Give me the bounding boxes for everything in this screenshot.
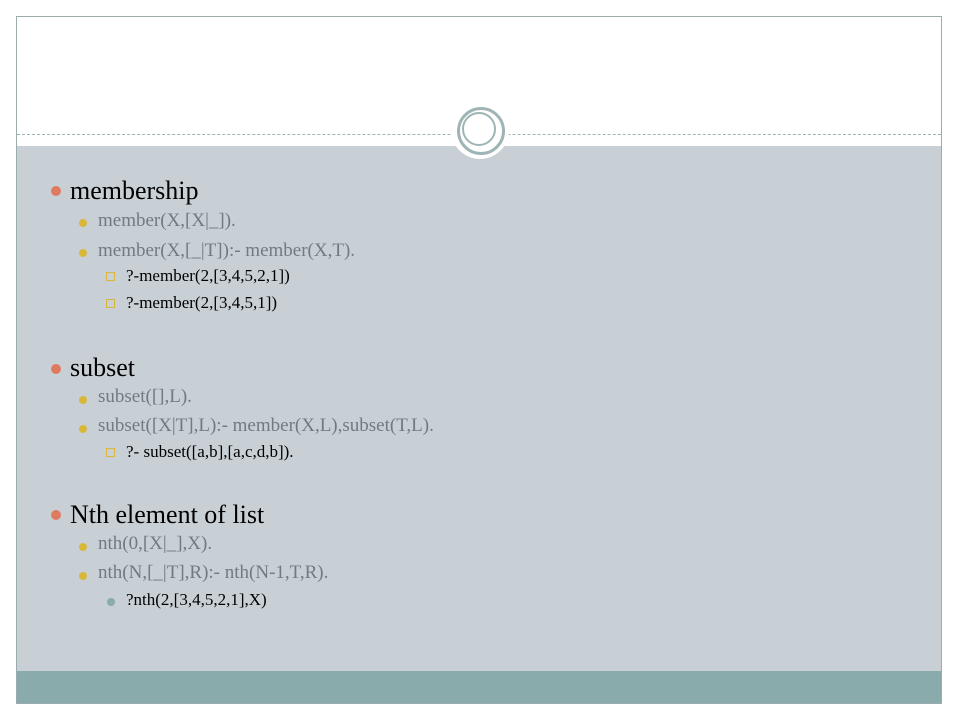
query-line: ?nth(2,[3,4,5,2,1],X) [126,590,267,609]
bullet-dot-icon [51,186,61,196]
bullet-dot-icon [79,572,87,580]
code-line: nth(0,[X|_],X). [98,533,213,554]
ornament-inner-ring [462,112,496,146]
circle-ornament-icon [451,101,509,159]
query-line: ?- subset([a,b],[a,c,d,b]). [126,442,294,461]
footer-bar [17,671,941,703]
bullet-dot-icon [51,364,61,374]
ornament-outer-ring [457,107,505,155]
slide-frame [16,16,942,704]
code-line: subset([X|T],L):- member(X,L),subset(T,L… [98,415,434,436]
bullet-dot-icon [79,425,87,433]
bullet-dot-icon [107,598,115,606]
bullet-dot-icon [51,510,61,520]
body-panel [17,146,941,671]
query-line: ?-member(2,[3,4,5,2,1]) [126,266,290,285]
bullet-dot-icon [79,543,87,551]
bullet-dot-icon [79,396,87,404]
code-line: nth(N,[_|T],R):- nth(N-1,T,R). [98,562,329,583]
section-heading-membership: membership [70,176,199,205]
bullet-dot-icon [79,249,87,257]
query-line: ?-member(2,[3,4,5,1]) [126,293,278,312]
section-heading-nth-element: Nth element of list [70,500,265,529]
bullet-square-icon [106,299,115,308]
code-line: member(X,[X|_]). [98,210,236,231]
section-heading-subset: subset [70,353,135,382]
bullet-square-icon [106,272,115,281]
code-line: subset([],L). [98,386,192,407]
bullet-square-icon [106,448,115,457]
code-line: member(X,[_|T]):- member(X,T). [98,240,356,261]
bullet-dot-icon [79,219,87,227]
